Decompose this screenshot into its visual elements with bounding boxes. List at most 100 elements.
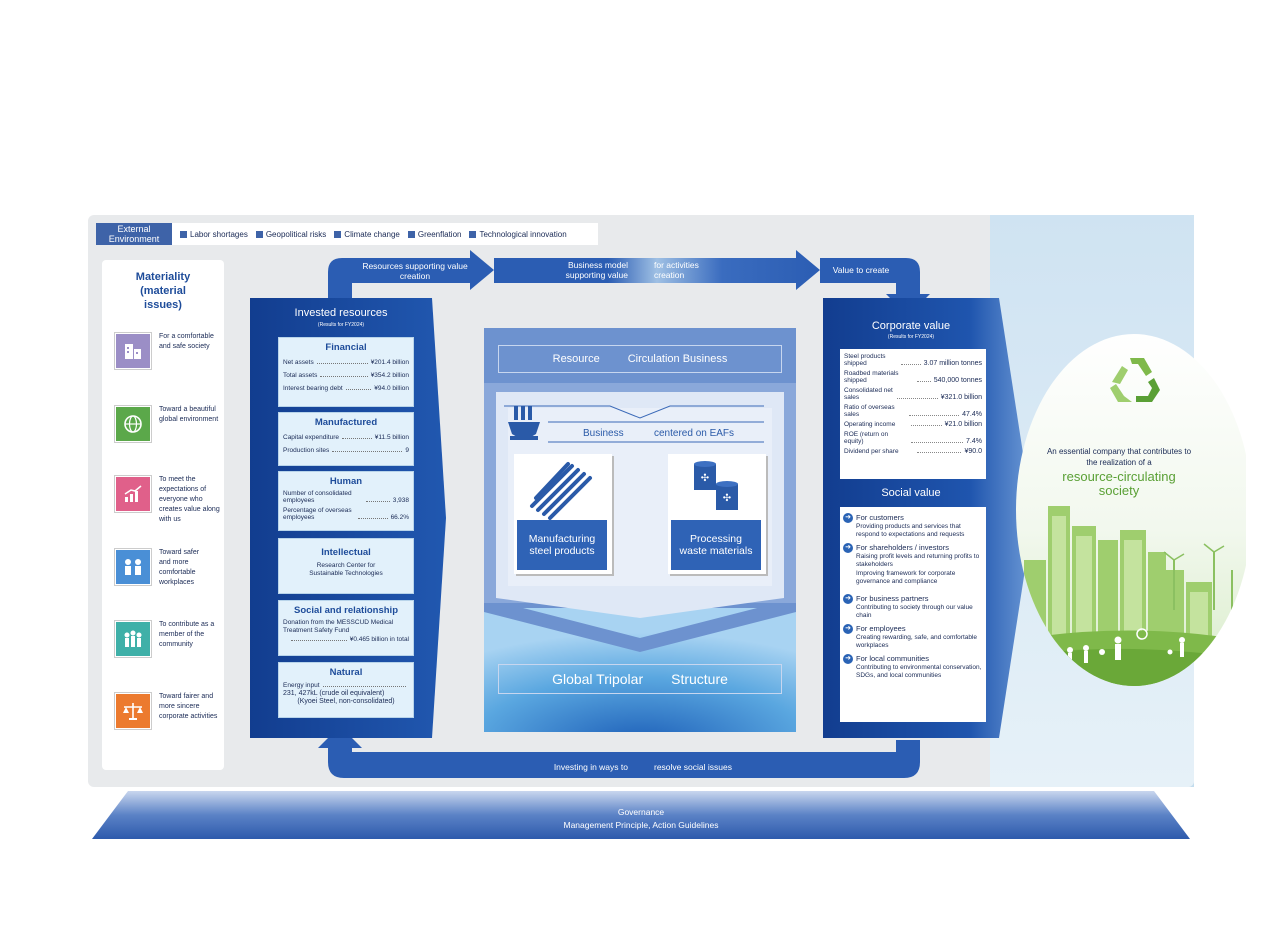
external-item: Technological innovation — [469, 230, 567, 239]
social-value-item: ➜ For shareholders / investors Raising p… — [840, 543, 986, 586]
materiality-item: Toward safer and more comfortable workpl… — [114, 548, 226, 588]
financial-row: Total assets¥354.2 billion — [283, 372, 409, 379]
materiality-item: For a comfortable and safe society — [114, 332, 226, 372]
invested-resources-title: Invested resources — [294, 307, 388, 319]
materiality-item: To meet the expectations of everyone who… — [114, 475, 226, 523]
globe-icon — [114, 405, 152, 443]
invested-resources-subtitle: (Results for FY2024) — [317, 322, 365, 328]
corporate-row: Operating income¥21.0 billion — [844, 421, 982, 428]
natural-head: Natural — [329, 667, 363, 678]
materiality-title: Materiality (material issues) — [135, 271, 191, 311]
corporate-value-title: Corporate value — [871, 320, 951, 332]
materiality-item: Toward a beautiful global environment — [114, 405, 226, 445]
financial-row: Interest bearing debt¥94.0 billion — [283, 385, 409, 392]
social-relationship-text: Donation from the MESSCUD Medical Treatm… — [283, 619, 394, 634]
intellectual-box: Intellectual Research Center for Sustain… — [278, 538, 414, 594]
processing-card: ✣ ✣ Processing waste materials — [668, 454, 766, 574]
materiality-panel: Materiality (material issues) For a comf… — [102, 260, 224, 770]
growth-chart-icon — [114, 475, 152, 513]
materiality-item: To contribute as a member of the communi… — [114, 620, 226, 660]
materiality-text: For a comfortable and safe society — [159, 333, 214, 350]
community-icon — [114, 620, 152, 658]
flow-label-resolve: resolve social issues — [654, 762, 732, 772]
arrow-right-icon: ➜ — [843, 654, 853, 664]
arrow-right-icon: ➜ — [843, 624, 853, 634]
eaf-furnace-icon — [508, 406, 540, 440]
manufacturing-label: Manufacturing steel products — [517, 520, 607, 570]
waste-drums-icon: ✣ ✣ — [694, 461, 738, 510]
external-item: Geopolitical risks — [255, 230, 326, 239]
flow-label-investing: Investing in ways to — [553, 762, 628, 772]
governance-subtitle: Management Principle, Action Guidelines — [563, 820, 719, 830]
processing-label: Processing waste materials — [671, 520, 761, 570]
manufactured-row: Capital expenditure¥11.5 billion — [283, 434, 409, 441]
financial-head: Financial — [325, 342, 367, 353]
svg-text:✣: ✣ — [723, 493, 731, 504]
intellectual-head: Intellectual — [321, 547, 371, 558]
governance-base — [92, 791, 1190, 839]
social-value-item: ➜ For business partners Contributing to … — [840, 594, 986, 620]
financial-box: Financial Net assets¥201.4 billion Total… — [278, 337, 414, 407]
flow-label-value-to-create: Value to create — [832, 265, 890, 275]
corporate-row: Consolidated net sales¥321.0 billion — [844, 387, 982, 401]
bullet-square-icon — [180, 230, 187, 238]
workers-icon — [114, 548, 152, 586]
materiality-text: Toward a beautiful global environment — [159, 406, 219, 423]
vision-highlight: resource-circulating society — [1062, 469, 1176, 498]
business-eaf-bar — [504, 405, 764, 443]
centered-on-eafs-label: centered on EAFs — [654, 428, 735, 439]
vision-text: An essential company that contributes to… — [1046, 447, 1192, 467]
social-value-item: ➜ For customers Providing products and s… — [840, 513, 986, 539]
recycle-icon — [1110, 358, 1160, 402]
bullet-square-icon — [334, 230, 342, 238]
manufacturing-card: Manufacturing steel products — [514, 454, 612, 574]
external-item: Labor shortages — [180, 230, 248, 239]
arrow-right-icon: ➜ — [843, 594, 853, 604]
bullet-square-icon — [407, 230, 415, 238]
materiality-text: Toward fairer and more sincere corporate… — [159, 693, 218, 720]
vision-illustration — [1016, 334, 1246, 686]
materiality-text: To contribute as a member of the communi… — [159, 621, 215, 648]
corporate-row: ROE (return on equity)7.4% — [844, 431, 982, 445]
manufactured-box: Manufactured Capital expenditure¥11.5 bi… — [278, 412, 414, 466]
materiality-text: Toward safer and more comfortable workpl… — [159, 549, 200, 586]
building-icon — [114, 332, 152, 370]
financial-row: Net assets¥201.4 billion — [283, 359, 409, 366]
business-label: Business — [583, 428, 624, 439]
materiality-item: Toward fairer and more sincere corporate… — [114, 692, 226, 732]
natural-value: 231, 427kL (crude oil equivalent) — [283, 690, 385, 697]
corporate-row: Dividend per share¥90.0 — [844, 448, 982, 455]
materiality-text: To meet the expectations of everyone who… — [159, 476, 220, 523]
external-environment-label: External Environment — [96, 223, 172, 245]
natural-box: Natural Energy input 231, 427kL (crude o… — [278, 662, 414, 718]
social-value-item: ➜ For local communities Contributing to … — [840, 654, 986, 680]
social-relationship-box: Social and relationship Donation from th… — [278, 600, 414, 656]
bullet-square-icon — [255, 230, 263, 238]
external-item: Greenflation — [407, 230, 461, 239]
steel-bars-icon — [530, 462, 592, 520]
social-relationship-head: Social and relationship — [294, 605, 398, 616]
flow-label-business-model: Business model supporting value — [565, 260, 628, 280]
intellectual-text: Research Center for Sustainable Technolo… — [309, 562, 383, 577]
social-value-title: Social value — [881, 487, 941, 499]
external-item: Climate change — [334, 230, 400, 239]
flow-label-activities: for activities creation — [654, 260, 699, 280]
governance-title: Governance — [617, 807, 665, 817]
social-value-box: ➜ For customers Providing products and s… — [840, 507, 986, 722]
svg-text:✣: ✣ — [701, 473, 709, 484]
arrow-right-icon: ➜ — [843, 513, 853, 523]
social-relationship-row: ¥0.465 billion in total — [279, 636, 413, 643]
natural-row: Energy input — [279, 682, 413, 689]
natural-note: (Kyoei Steel, non-consolidated) — [297, 698, 395, 705]
